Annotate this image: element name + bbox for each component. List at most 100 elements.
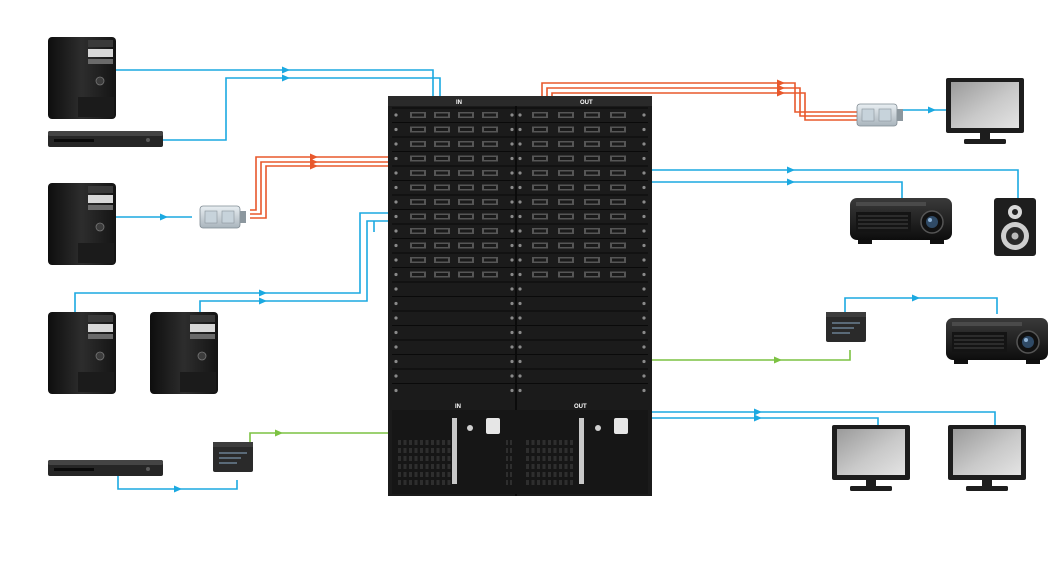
input-port-icon[interactable] — [458, 271, 474, 278]
output-port-icon[interactable] — [558, 271, 574, 278]
output-port-icon[interactable] — [610, 170, 626, 176]
input-port-icon[interactable] — [458, 213, 474, 220]
input-port-icon[interactable] — [458, 242, 474, 249]
power-socket-right[interactable] — [614, 418, 628, 434]
input-port-icon[interactable] — [434, 112, 450, 118]
input-port-icon[interactable] — [458, 184, 474, 191]
output-port-icon[interactable] — [584, 228, 600, 234]
input-port-icon[interactable] — [482, 141, 498, 147]
output-port-icon[interactable] — [610, 213, 626, 220]
input-port-icon[interactable] — [410, 199, 426, 205]
input-port-icon[interactable] — [434, 199, 450, 205]
input-port-icon[interactable] — [458, 112, 474, 118]
output-port-icon[interactable] — [532, 184, 548, 191]
input-port-icon[interactable] — [482, 126, 498, 133]
output-port-icon[interactable] — [584, 170, 600, 176]
input-port-icon[interactable] — [458, 228, 474, 234]
output-port-icon[interactable] — [558, 170, 574, 176]
input-port-icon[interactable] — [410, 170, 426, 176]
input-port-icon[interactable] — [458, 141, 474, 147]
output-port-icon[interactable] — [558, 126, 574, 133]
input-port-icon[interactable] — [410, 112, 426, 118]
output-port-icon[interactable] — [610, 184, 626, 191]
input-port-icon[interactable] — [434, 257, 450, 263]
output-port-icon[interactable] — [558, 213, 574, 220]
input-port-icon[interactable] — [410, 126, 426, 133]
input-port-icon[interactable] — [410, 213, 426, 220]
output-port-icon[interactable] — [558, 199, 574, 205]
output-port-icon[interactable] — [532, 141, 548, 147]
input-port-icon[interactable] — [410, 141, 426, 147]
input-port-icon[interactable] — [434, 184, 450, 191]
output-port-icon[interactable] — [610, 199, 626, 205]
input-port-icon[interactable] — [482, 228, 498, 234]
output-port-icon[interactable] — [532, 126, 548, 133]
input-port-icon[interactable] — [482, 242, 498, 249]
input-port-icon[interactable] — [434, 228, 450, 234]
input-port-icon[interactable] — [482, 271, 498, 278]
output-port-icon[interactable] — [532, 271, 548, 278]
output-port-icon[interactable] — [532, 228, 548, 234]
input-port-icon[interactable] — [410, 257, 426, 263]
output-port-icon[interactable] — [610, 271, 626, 278]
output-port-icon[interactable] — [610, 228, 626, 234]
power-switch-right[interactable] — [595, 425, 601, 431]
input-port-icon[interactable] — [458, 170, 474, 176]
output-port-icon[interactable] — [558, 242, 574, 249]
input-port-icon[interactable] — [482, 213, 498, 220]
output-port-icon[interactable] — [558, 155, 574, 162]
input-port-icon[interactable] — [458, 126, 474, 133]
output-port-icon[interactable] — [584, 184, 600, 191]
output-port-icon[interactable] — [584, 242, 600, 249]
output-port-icon[interactable] — [532, 242, 548, 249]
output-port-icon[interactable] — [532, 213, 548, 220]
output-port-icon[interactable] — [584, 112, 600, 118]
input-port-icon[interactable] — [434, 126, 450, 133]
output-port-icon[interactable] — [558, 184, 574, 191]
input-port-icon[interactable] — [482, 170, 498, 176]
output-port-icon[interactable] — [610, 126, 626, 133]
input-port-icon[interactable] — [482, 199, 498, 205]
input-port-icon[interactable] — [434, 170, 450, 176]
output-port-icon[interactable] — [610, 242, 626, 249]
input-port-icon[interactable] — [482, 112, 498, 118]
input-port-icon[interactable] — [434, 213, 450, 220]
output-port-icon[interactable] — [584, 199, 600, 205]
input-port-icon[interactable] — [434, 242, 450, 249]
output-port-icon[interactable] — [610, 155, 626, 162]
output-port-icon[interactable] — [584, 213, 600, 220]
input-port-icon[interactable] — [458, 155, 474, 162]
output-port-icon[interactable] — [532, 257, 548, 263]
output-port-icon[interactable] — [610, 141, 626, 147]
psu-handle-left[interactable] — [452, 418, 457, 484]
input-port-icon[interactable] — [434, 271, 450, 278]
output-port-icon[interactable] — [584, 155, 600, 162]
output-port-icon[interactable] — [558, 141, 574, 147]
output-port-icon[interactable] — [584, 126, 600, 133]
input-port-icon[interactable] — [410, 228, 426, 234]
output-port-icon[interactable] — [532, 170, 548, 176]
psu-handle-right[interactable] — [579, 418, 584, 484]
input-port-icon[interactable] — [434, 155, 450, 162]
output-port-icon[interactable] — [532, 199, 548, 205]
input-port-icon[interactable] — [482, 257, 498, 263]
input-port-icon[interactable] — [482, 155, 498, 162]
output-port-icon[interactable] — [558, 257, 574, 263]
output-port-icon[interactable] — [610, 257, 626, 263]
power-switch-left[interactable] — [467, 425, 473, 431]
input-port-icon[interactable] — [482, 184, 498, 191]
power-socket-left[interactable] — [486, 418, 500, 434]
input-port-icon[interactable] — [410, 184, 426, 191]
output-port-icon[interactable] — [584, 271, 600, 278]
input-port-icon[interactable] — [458, 257, 474, 263]
input-port-icon[interactable] — [410, 271, 426, 278]
output-port-icon[interactable] — [610, 112, 626, 118]
output-port-icon[interactable] — [584, 257, 600, 263]
output-port-icon[interactable] — [584, 141, 600, 147]
output-port-icon[interactable] — [532, 112, 548, 118]
output-port-icon[interactable] — [558, 228, 574, 234]
input-port-icon[interactable] — [458, 199, 474, 205]
input-port-icon[interactable] — [410, 242, 426, 249]
input-port-icon[interactable] — [410, 155, 426, 162]
output-port-icon[interactable] — [532, 155, 548, 162]
